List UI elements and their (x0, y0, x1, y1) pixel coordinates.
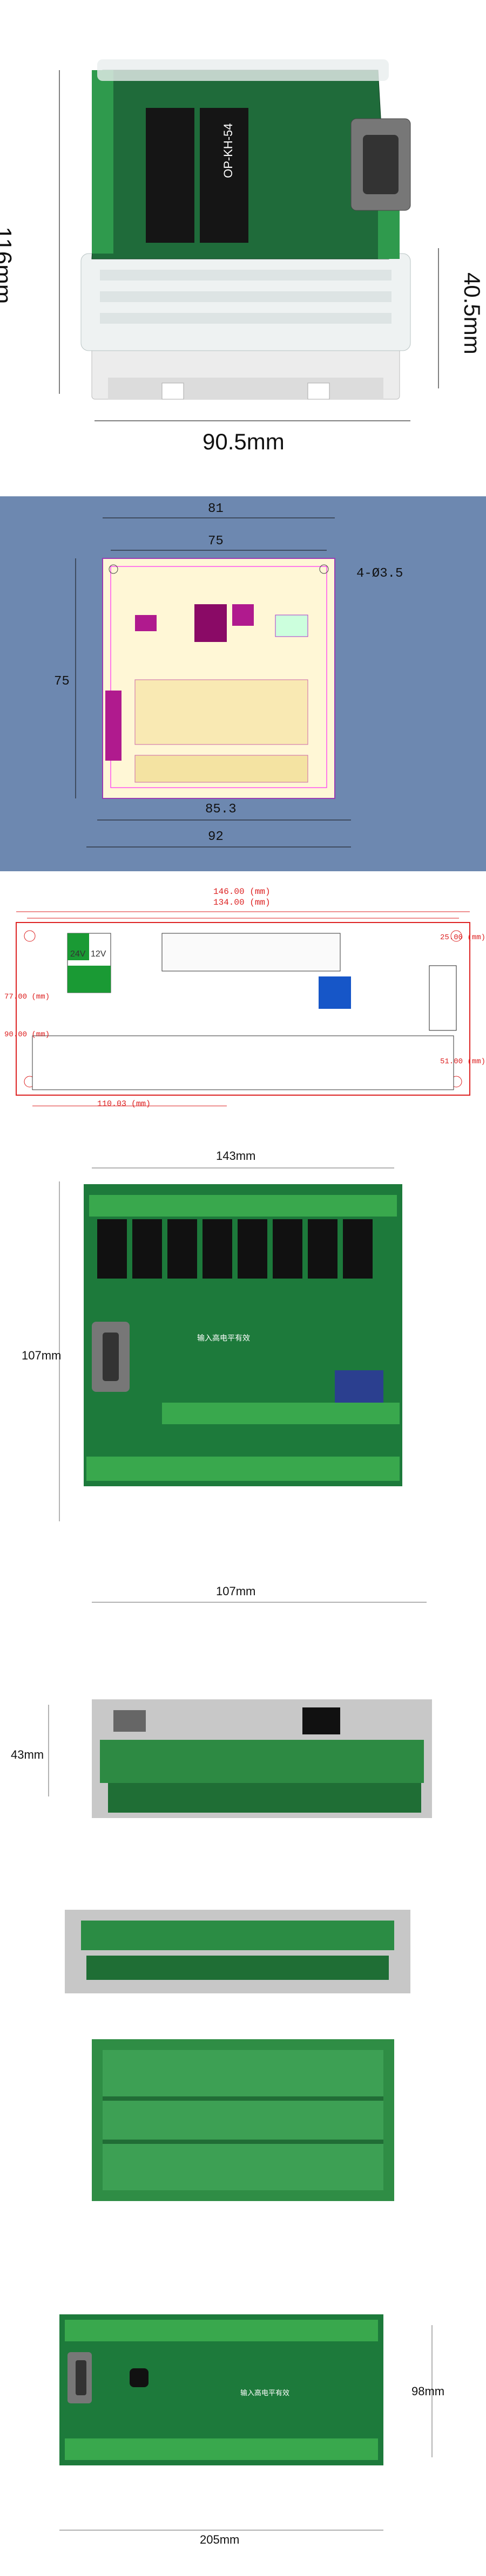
height-dimension-label: 43mm (11, 1748, 44, 1761)
top-outer-dimension: 146.00 (mm) (213, 887, 271, 897)
voltage-12v-label: 12V (91, 949, 106, 959)
width-dimension-label: 205mm (200, 2533, 240, 2546)
left-dimension: 90.00 (mm) (4, 1030, 50, 1039)
pcb-cad-panel: 81 75 75 4-Ø3.5 85.3 92 (0, 496, 486, 871)
top-view-photo (59, 1167, 402, 1521)
terminal-side-panel (0, 1899, 486, 2007)
enclosure-body-panel (0, 2034, 486, 2212)
side-view-panel: 107mm 43mm (0, 1564, 486, 1856)
top-inner-dimension: 134.00 (mm) (213, 898, 271, 907)
enclosure-photo-panel: OP-KH-54 116mm 40.5mm 90.5mm (0, 0, 486, 475)
width-dimension-label: 143mm (216, 1149, 256, 1163)
left-dimension: 75 (54, 674, 70, 689)
side-view-photo (48, 1602, 432, 1818)
height-dimension-label: 98mm (411, 2384, 445, 2398)
right-dimension: 51.00 (mm) (440, 1057, 486, 1066)
left-small-dimension: 77.00 (mm) (4, 993, 50, 1001)
width-dimension-label: 107mm (216, 1584, 256, 1598)
bottom-dimension: 110.03 (mm) (97, 1099, 151, 1109)
width-dimension-label: 90.5mm (202, 429, 285, 454)
pcb-model-text: OP-KH-54 (221, 124, 235, 178)
enclosure-photo: OP-KH-54 (59, 59, 439, 421)
enclosure-body-photo (92, 2039, 394, 2201)
top-view-panel: 143mm 107mm 输入高电平有效 (0, 1133, 486, 1543)
terminal-side-photo (65, 1910, 410, 1993)
height-dimension-label: 116mm (0, 227, 16, 304)
schematic-drawing (16, 911, 470, 1106)
mounting-hole-note: 4-Ø3.5 (356, 566, 403, 581)
pcb-chinese-text: 输入高电平有效 (240, 2389, 290, 2397)
schematic-panel: 146.00 (mm) 134.00 (mm) 110.03 (mm) 90.0… (0, 885, 486, 1122)
inner-top-dimension: 75 (208, 534, 224, 549)
outer-top-dimension: 81 (208, 502, 224, 516)
large-board-panel: 98mm 205mm 输入高电平有效 (0, 2304, 486, 2573)
height-dimension-label: 107mm (22, 1349, 62, 1362)
pcb-cad-drawing (75, 517, 351, 848)
bottom-outer-dimension: 92 (208, 830, 224, 844)
depth-dimension-label: 40.5mm (460, 272, 485, 354)
bottom-inner-dimension: 85.3 (205, 802, 237, 817)
pcb-chinese-text: 输入高电平有效 (197, 1334, 250, 1342)
voltage-24v-label: 24V (70, 949, 86, 959)
large-board-photo (59, 2314, 433, 2531)
right-small-dimension: 25.00 (mm) (440, 933, 486, 942)
